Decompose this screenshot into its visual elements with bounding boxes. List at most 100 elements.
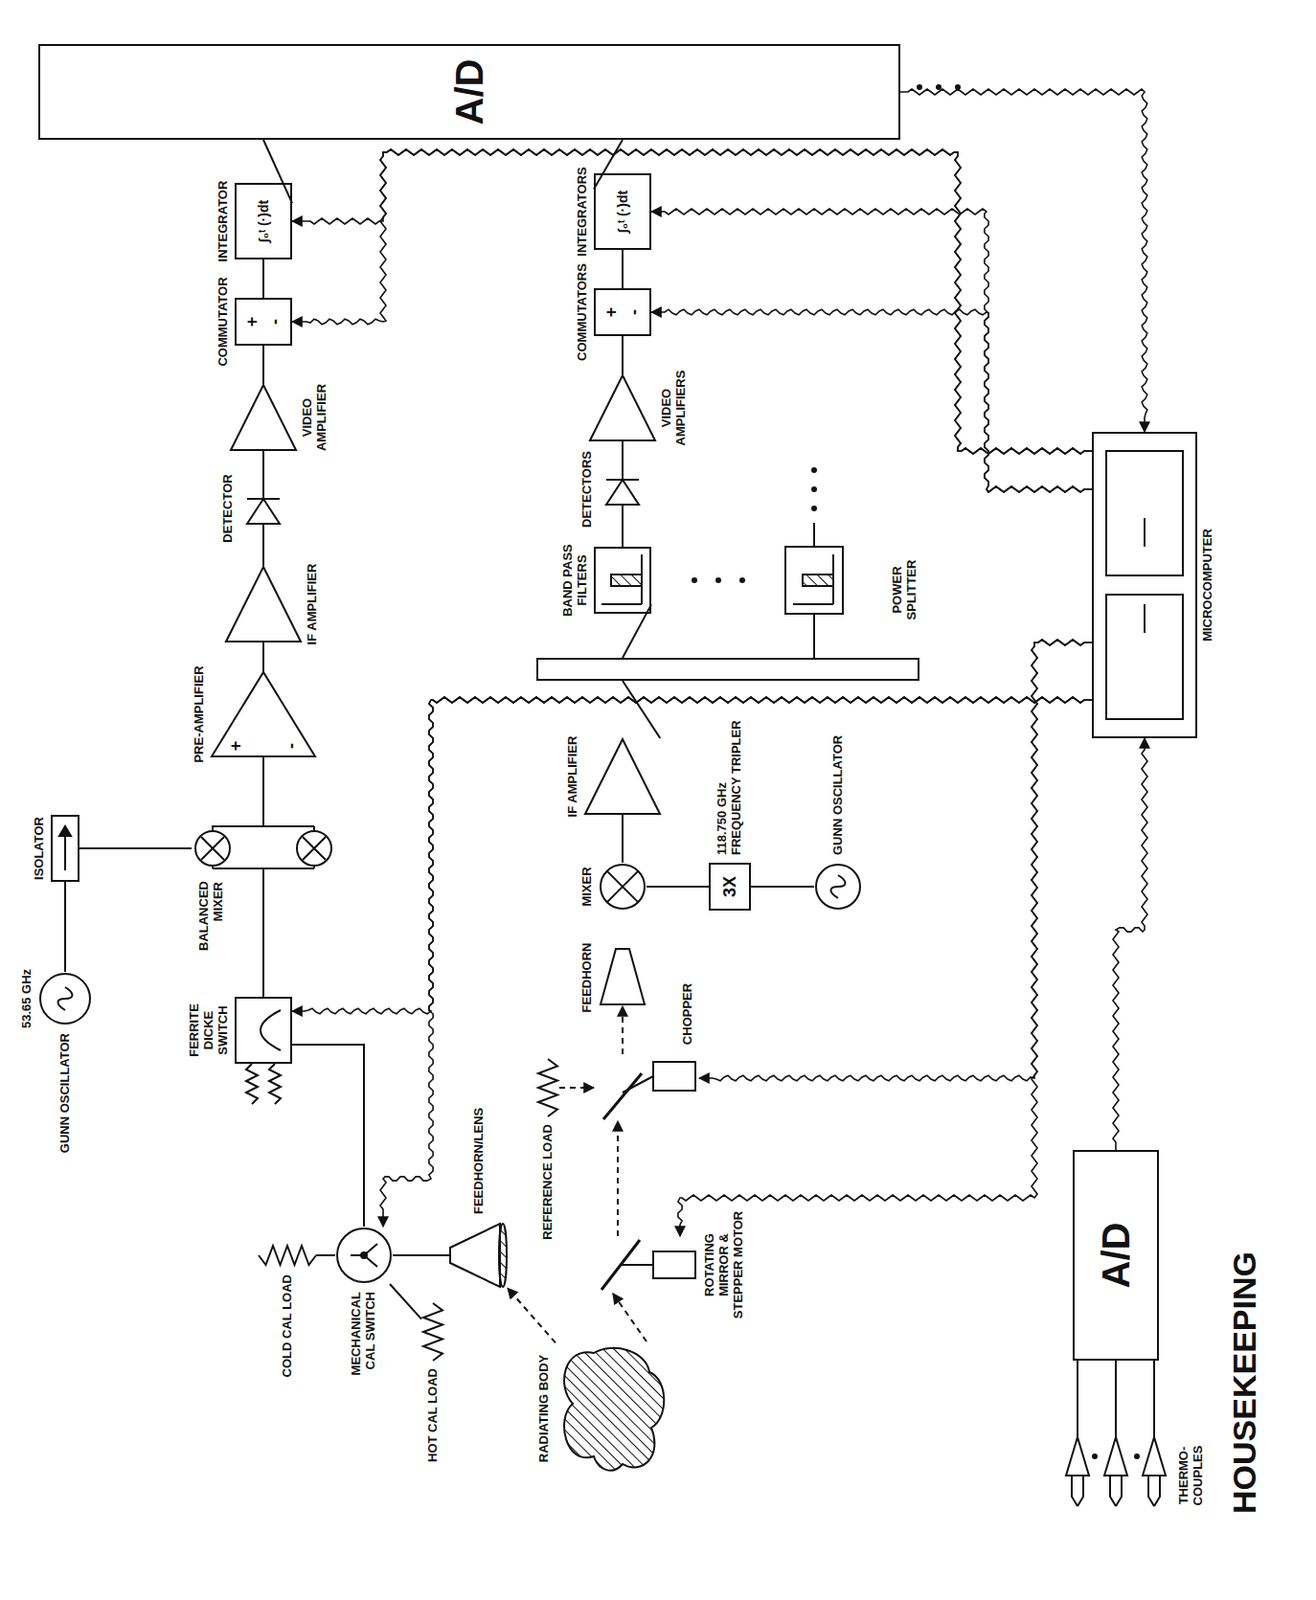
component-label: FERRITE DICKE SWITCH (187, 985, 231, 1076)
component-label: INTEGRATOR (216, 179, 231, 265)
signal-line (262, 345, 265, 385)
signal-line (621, 441, 624, 471)
iso-symbol-part-part (59, 826, 71, 837)
amp-symbol (225, 566, 302, 643)
oscillator: GUNN OSCILLATOR (814, 862, 863, 911)
amplifier: VIDEO AMPLIFIERS (589, 374, 657, 442)
load-resistor: COLD CAL LOAD (258, 1244, 317, 1268)
amp-symbol-part-part (585, 739, 660, 815)
mix2-symbol-part (195, 824, 332, 873)
box-symbol-part (594, 174, 651, 250)
component-label: + (242, 317, 263, 328)
filter-symbol-part-part (611, 574, 642, 587)
component-label: THERMO-COUPLES (1177, 1421, 1206, 1531)
integrator: INTEGRATOR∫₀ᵗ (·)dt (234, 182, 293, 260)
iso-symbol-part (51, 816, 79, 882)
component-label: 53.65 GHz (20, 967, 35, 1031)
hornD-symbol (450, 1222, 508, 1290)
signal-line (79, 847, 192, 850)
resH-symbol (421, 1303, 445, 1362)
resH-symbol-part (538, 1059, 558, 1117)
component-label: - (265, 318, 286, 325)
component-label: RADIATING BODY (537, 1353, 552, 1465)
signal-line (750, 885, 815, 888)
filter-axes (793, 554, 834, 605)
filter-symbol-part-part (601, 554, 642, 605)
signal-line (593, 139, 623, 190)
component-label: HOT CAL LOAD (426, 1366, 441, 1465)
diode-symbol (239, 489, 288, 528)
commutator: COMMUTATOR+- (234, 297, 293, 346)
iso-symbol-part-part (51, 816, 79, 882)
component-label: FREQUENCY TRIPLER (729, 718, 745, 858)
amplifier: IF AMPLIFIER (225, 566, 302, 643)
signal-line (262, 757, 265, 825)
component-label: ∫₀ᵗ (·)dt (255, 200, 272, 243)
signal-line (392, 1254, 451, 1257)
mirror-symbol-part-part (653, 1251, 696, 1279)
box-symbol-part (1073, 1151, 1158, 1361)
load-resistor: REFERENCE LOAD (536, 1059, 560, 1117)
control-wire (292, 697, 1092, 1015)
radiation-path (559, 1087, 594, 1090)
thermo-symbol-part (1066, 1428, 1166, 1507)
dicke-symbol-part-part (269, 1064, 281, 1105)
chopper-symbol-part-part (603, 1073, 642, 1120)
amplifier: IF AMPLIFIER (584, 738, 661, 816)
mirror-symbol-part-part (620, 1264, 654, 1267)
component-label: POWER SPLITTER (890, 535, 920, 645)
wire (1153, 1361, 1156, 1429)
osc-symbol-part-part (58, 987, 73, 1011)
hornD-symbol-part-part (499, 1224, 507, 1288)
band-pass-filter-box (785, 546, 843, 614)
filter-out-wire (813, 522, 816, 547)
signal-line (292, 1044, 364, 1227)
control-wire (900, 89, 1148, 432)
mix2-symbol-part-part (212, 824, 315, 873)
signal-line (262, 259, 265, 298)
diode-symbol (598, 470, 647, 509)
signal-line (316, 1254, 336, 1257)
amp-symbol-part-part (211, 672, 316, 757)
ellipsis-dots (691, 84, 961, 584)
hornL-symbol-part-part (600, 949, 645, 1005)
mixc-symbol-part (600, 864, 645, 909)
osc-symbol (814, 862, 863, 911)
box-symbol-part (39, 45, 900, 139)
resV-symbol (258, 1244, 317, 1268)
dot (811, 486, 817, 493)
cswitch-symbol-part-part (350, 1244, 378, 1268)
frequency-tripler: 118.750 GHzFREQUENCY TRIPLER3X (708, 862, 751, 911)
osc-symbol (38, 972, 92, 1026)
box-symbol (536, 658, 920, 681)
signal-line (262, 451, 265, 490)
filter-passband (802, 574, 834, 587)
box-symbol-part (235, 298, 292, 345)
control-wire (380, 697, 1092, 1227)
dicke-symbol-part (235, 998, 292, 1105)
component-label: IF AMPLIFIER (305, 562, 320, 648)
box-symbol-part-part (39, 45, 900, 139)
amp-symbol-part (211, 672, 316, 757)
resH-symbol (536, 1059, 560, 1117)
diode-symbol-part-part (247, 489, 280, 528)
box-symbol-part (235, 183, 292, 259)
radiation-path (507, 1288, 556, 1343)
signal-line (621, 336, 624, 375)
amp-symbol-part (589, 375, 656, 441)
resH-symbol-part-part (538, 1059, 558, 1117)
component-label: MIXER (580, 864, 595, 908)
signal-line (622, 680, 660, 739)
amp-symbol-part (585, 739, 660, 815)
resV-symbol-part (258, 1246, 317, 1266)
signal-line (621, 249, 624, 289)
mixer: MIXER (598, 862, 647, 911)
micro-symbol-part-part (1106, 451, 1183, 576)
thermo-symbol-part-part (1110, 1428, 1122, 1507)
component-label: FEEDHORN (580, 941, 595, 1016)
component-label: BAND PASS FILTERS (561, 540, 590, 621)
mixc-symbol (598, 862, 647, 911)
section-heading: HOUSEKEEPING (1225, 1251, 1264, 1515)
mirror-symbol (593, 1236, 700, 1294)
control-wire (651, 208, 1092, 493)
